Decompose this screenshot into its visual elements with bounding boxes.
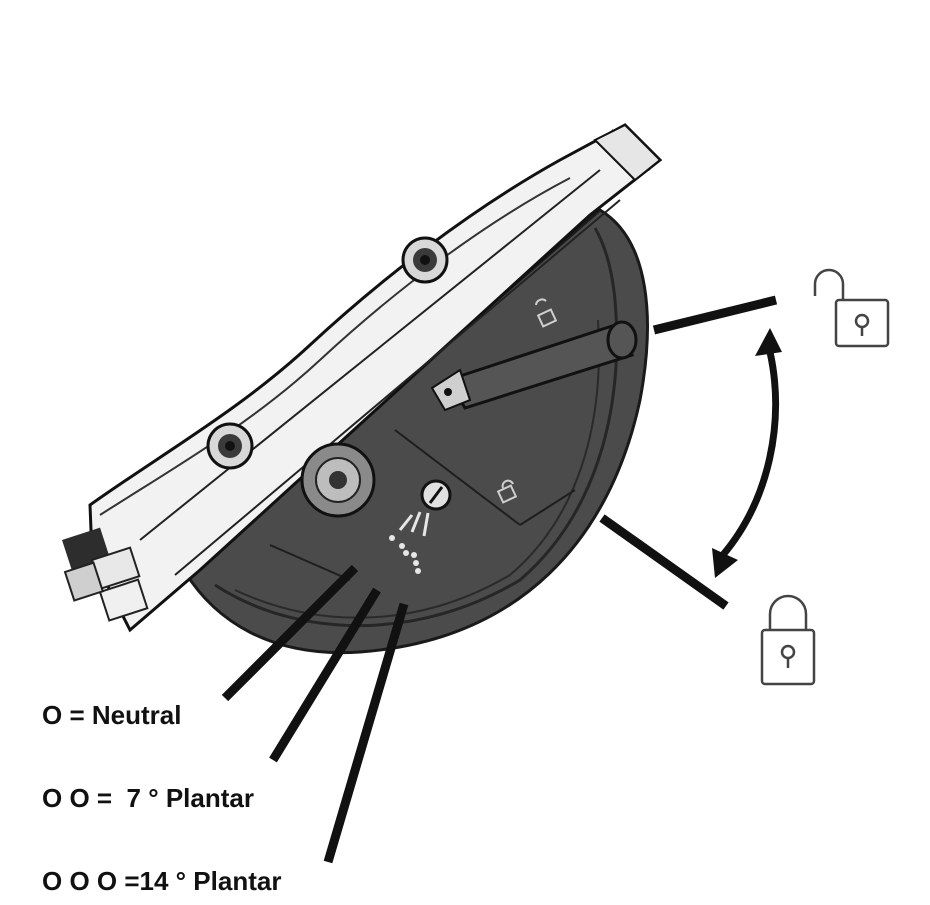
leader-neutral xyxy=(221,564,359,702)
legend-plantar-14: O O O =14 ° Plantar xyxy=(42,866,282,896)
locked-padlock-icon xyxy=(760,594,816,686)
housing-divider-1 xyxy=(394,429,521,526)
foot-attachment-block xyxy=(62,527,149,622)
legend-neutral: O = Neutral xyxy=(42,700,182,730)
unlocked-padlock-icon xyxy=(813,268,890,348)
range-line-locked xyxy=(599,514,729,610)
range-line-unlocked xyxy=(652,295,778,335)
lower-bolt xyxy=(206,422,254,470)
curved-double-arrow-icon xyxy=(712,328,782,578)
leader-plantar-14 xyxy=(323,602,409,864)
joint-body xyxy=(88,123,663,633)
locking-lever xyxy=(430,320,638,412)
adjustment-screw xyxy=(420,479,452,511)
leader-lines xyxy=(221,564,409,864)
housing-divider-3 xyxy=(269,544,351,581)
leader-plantar-7 xyxy=(269,587,381,763)
pivot-bolt xyxy=(300,442,376,518)
position-marks xyxy=(389,511,430,574)
legend-plantar-7: O O = 7 ° Plantar xyxy=(42,783,254,813)
housing-lock-mark-icon xyxy=(496,479,518,504)
upper-bolt xyxy=(401,236,449,284)
range-indicator xyxy=(599,295,778,610)
joint-housing xyxy=(183,208,649,655)
housing-unlock-mark-icon xyxy=(535,298,558,328)
housing-divider-2 xyxy=(519,489,576,526)
